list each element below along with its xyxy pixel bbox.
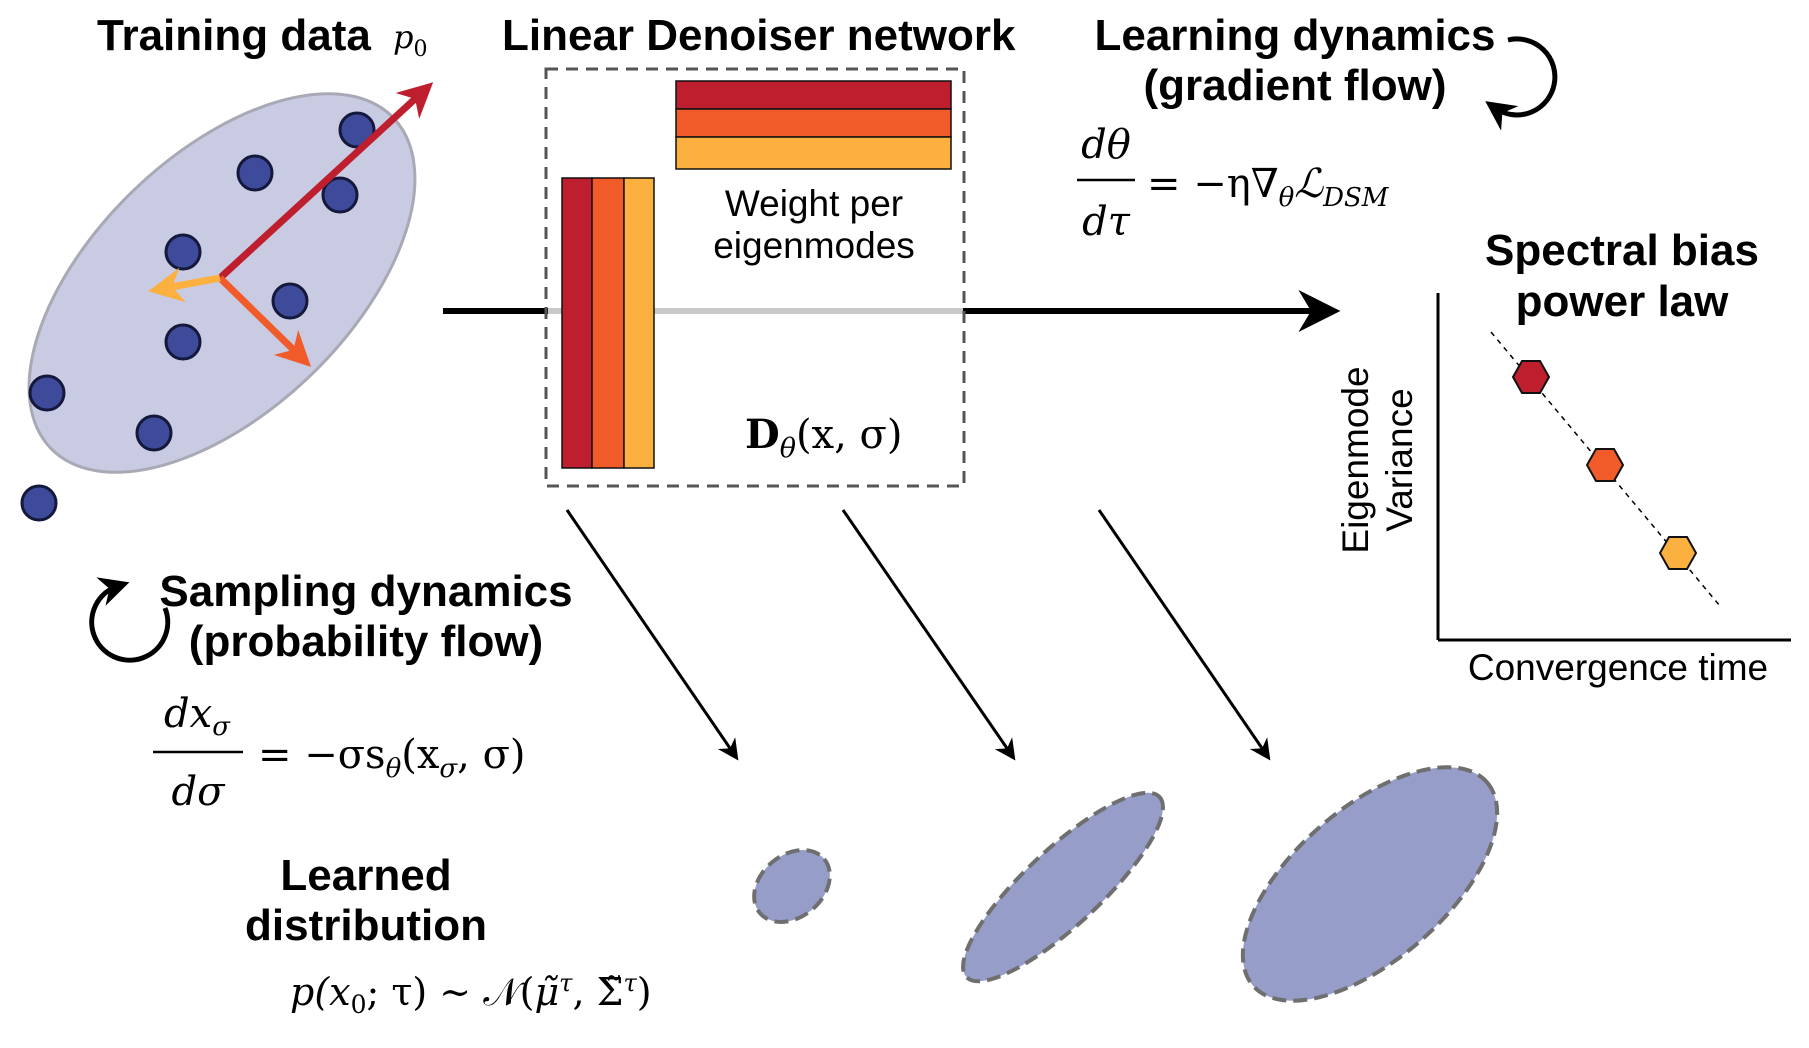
- sampling-dynamics-title-line2: (probability flow): [189, 617, 543, 666]
- spectral-bias-title-line2: power law: [1516, 277, 1729, 326]
- output-arrow-middle: [841, 509, 1016, 761]
- network-title: Linear Denoiser network: [502, 11, 1016, 60]
- spectral-bias-plot: Eigenmode Variance Convergence time: [1335, 293, 1791, 688]
- sampling-dynamics-title-line1: Sampling dynamics: [159, 567, 572, 616]
- mode-3-marker: [1658, 536, 1698, 570]
- learned-distribution-title-line1: Learned: [280, 851, 451, 900]
- output-arrow-early: [565, 509, 739, 761]
- sampling-eq-numerator: dxσ: [164, 691, 231, 742]
- weight-row-mode-1: [675, 80, 952, 110]
- sampling-cycle-icon: [89, 577, 171, 663]
- weight-label-line1: Weight per: [725, 183, 903, 224]
- training-data-title: Training data: [97, 11, 371, 60]
- data-point: [338, 111, 376, 149]
- denoiser-function: Dθ(x, σ): [745, 411, 902, 464]
- eigenvector-arrow-major: [217, 82, 434, 281]
- mode-2-marker: [1585, 448, 1625, 482]
- data-point: [135, 414, 173, 452]
- plot-xlabel: Convergence time: [1468, 647, 1768, 688]
- data-point: [271, 282, 309, 320]
- learning-dynamics-title-line1: Learning dynamics: [1094, 11, 1495, 60]
- eigenvector-arrows: [148, 82, 434, 367]
- learned-distribution-early: [752, 848, 832, 924]
- weight-row-mode-3: [675, 136, 952, 170]
- learned-distribution-title-line2: distribution: [245, 901, 487, 950]
- sampling-eq-denominator: dσ: [172, 769, 227, 815]
- spectral-bias-title-line1: Spectral bias: [1485, 226, 1759, 275]
- learning-cycle-icon: [1485, 36, 1558, 131]
- plot-ylabel-line1: Eigenmode: [1335, 366, 1376, 553]
- learned-distribution-late: [1240, 765, 1500, 1003]
- data-point: [20, 484, 58, 522]
- training-data-symbol: p0: [393, 18, 427, 62]
- data-point: [164, 233, 202, 271]
- learned-distributions: [752, 765, 1500, 1003]
- data-point: [321, 176, 359, 214]
- weight-row-mode-2: [675, 108, 952, 138]
- gradient-eq-rhs: = −η∇θℒDSM: [1147, 161, 1390, 213]
- learned-distribution-equation: p(x0; τ) ∼ 𝒩(μ̃τ, Σ̃τ): [290, 969, 652, 1019]
- weight-column-mode-1: [561, 177, 593, 469]
- learning-dynamics-title-line2: (gradient flow): [1143, 61, 1446, 110]
- data-point: [28, 374, 66, 412]
- output-arrow-late: [1097, 509, 1271, 761]
- network-box: [544, 67, 966, 488]
- weight-rows: [675, 80, 952, 170]
- probability-flow-equation: dxσ dσ = −σsθ(xσ, σ): [153, 691, 526, 815]
- gradient-eq-denominator: dτ: [1082, 199, 1131, 245]
- eigenvector-arrow-middle: [217, 275, 312, 367]
- learned-distribution-middle: [961, 790, 1165, 984]
- gradient-eq-numerator: dθ: [1081, 122, 1131, 168]
- weight-columns: [561, 177, 655, 469]
- data-point: [164, 323, 202, 361]
- mode-1-marker: [1511, 360, 1551, 394]
- weight-label-line2: eigenmodes: [713, 225, 915, 266]
- eigenvector-arrow-minor: [148, 267, 221, 303]
- weight-column-mode-2: [591, 177, 625, 469]
- plot-ylabel-line2: Variance: [1379, 388, 1420, 531]
- data-point: [236, 154, 274, 192]
- training-data-points: [20, 111, 376, 522]
- sampling-eq-rhs: = −σsθ(xσ, σ): [258, 732, 526, 784]
- gradient-flow-equation: dθ dτ = −η∇θℒDSM: [1077, 122, 1390, 245]
- weight-column-mode-3: [623, 177, 655, 469]
